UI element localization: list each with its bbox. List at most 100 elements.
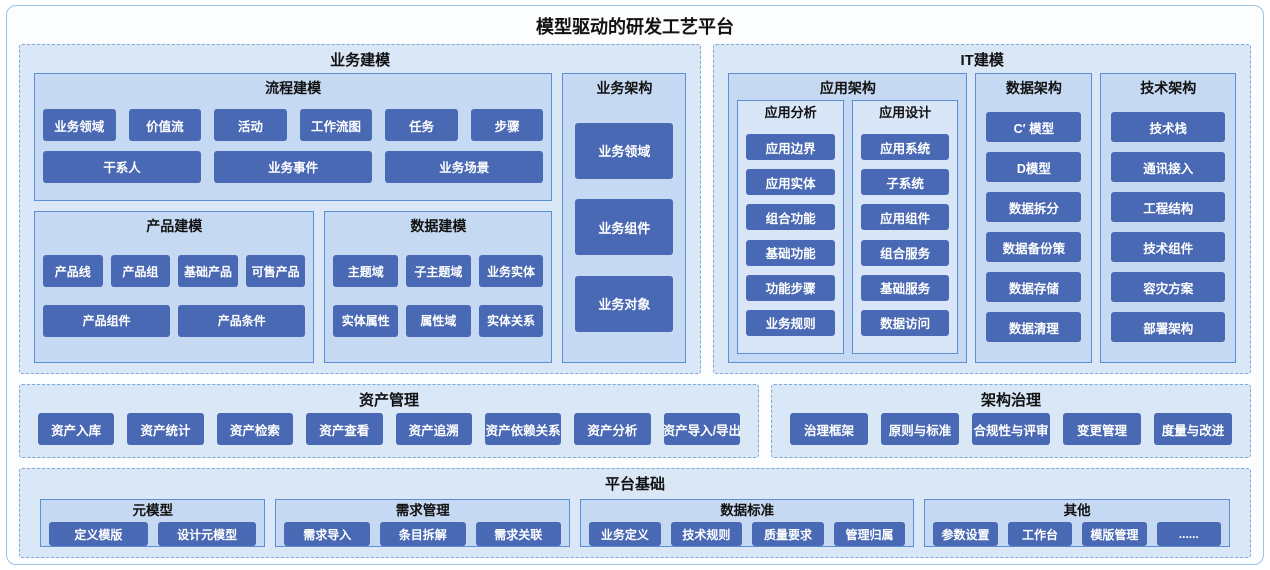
technical-architecture-button[interactable]: 容灾方案 (1111, 272, 1225, 302)
requirements-button[interactable]: 条目拆解 (379, 522, 466, 546)
application-analysis-button[interactable]: 应用边界 (746, 134, 835, 161)
data-standard-button[interactable]: 管理归属 (833, 522, 906, 546)
technical-architecture-button[interactable]: 部署架构 (1111, 312, 1225, 342)
data-architecture-button[interactable]: 数据清理 (986, 312, 1082, 342)
product-module-button[interactable]: 可售产品 (245, 255, 306, 288)
business-architecture-button[interactable]: 业务对象 (575, 275, 674, 332)
others-button[interactable]: 工作台 (1007, 522, 1073, 546)
application-design-button[interactable]: 应用系统 (860, 134, 950, 161)
technical-architecture-title: 技术架构 (1140, 80, 1197, 96)
data-architecture-button[interactable]: C′ 模型 (986, 112, 1082, 142)
panel-application-architecture: 应用架构 应用分析 应用边界应用实体组合功能基础功能功能步骤业务规则 应用设计 … (728, 73, 968, 363)
requirements-button[interactable]: 需求导入 (284, 522, 370, 546)
panel-business-architecture: 业务架构 业务领域业务组件业务对象 (562, 73, 687, 363)
data-architecture-button[interactable]: 数据拆分 (986, 192, 1082, 222)
process-module-button[interactable]: 步骤 (470, 109, 544, 142)
panel-product-modeling: 产品建模 产品线产品组基础产品可售产品 产品组件产品条件 (34, 211, 315, 363)
process-module-button[interactable]: 干系人 (43, 150, 202, 183)
data-standard-title: 数据标准 (720, 503, 775, 518)
product-module-button[interactable]: 产品条件 (178, 304, 306, 337)
bottom-row: 平台基础 元模型 定义模版设计元模型 需求管理 需求导入条目拆解需求关联 数据标… (19, 468, 1251, 558)
process-module-button[interactable]: 业务事件 (214, 150, 373, 183)
data-module-button[interactable]: 实体属性 (333, 304, 399, 337)
data-architecture-button[interactable]: 数据存储 (986, 272, 1082, 302)
governance-button[interactable]: 原则与标准 (881, 413, 960, 445)
application-analysis-button[interactable]: 基础功能 (746, 239, 835, 266)
governance-button[interactable]: 度量与改进 (1153, 413, 1232, 445)
others-button[interactable]: ...... (1156, 522, 1221, 546)
application-analysis-button[interactable]: 业务规则 (746, 309, 835, 336)
asset-management-button[interactable]: 资产导入/导出 (663, 413, 740, 445)
application-analysis-title: 应用分析 (764, 105, 817, 120)
data-module-button[interactable]: 子主题域 (406, 255, 471, 288)
data-architecture-button[interactable]: D模型 (986, 152, 1082, 182)
business-modeling-left-column: 流程建模 业务领域价值流活动工作流图任务步骤 干系人业务事件业务场景 产品建模 … (34, 73, 553, 363)
technical-architecture-button[interactable]: 工程结构 (1111, 192, 1225, 222)
process-module-button[interactable]: 业务领域 (43, 109, 116, 142)
application-design-button[interactable]: 数据访问 (860, 309, 950, 336)
process-module-button[interactable]: 任务 (385, 109, 458, 142)
data-standard-button[interactable]: 质量要求 (752, 522, 824, 546)
application-design-button[interactable]: 基础服务 (860, 274, 950, 301)
asset-management-button[interactable]: 资产分析 (574, 413, 651, 445)
section-platform-foundation: 平台基础 元模型 定义模版设计元模型 需求管理 需求导入条目拆解需求关联 数据标… (19, 468, 1251, 558)
requirements-button[interactable]: 需求关联 (475, 522, 562, 546)
architecture-governance-title: 架构治理 (981, 392, 1042, 409)
data-architecture-title: 数据架构 (1005, 80, 1062, 96)
asset-management-button[interactable]: 资产统计 (127, 413, 204, 445)
application-analysis-button[interactable]: 组合功能 (746, 204, 835, 231)
process-module-button[interactable]: 业务场景 (385, 150, 544, 183)
product-module-button[interactable]: 产品组件 (43, 304, 171, 337)
subpanel-application-design: 应用设计 应用系统子系统应用组件组合服务基础服务数据访问 (851, 100, 959, 354)
data-module-button[interactable]: 主题域 (333, 255, 399, 288)
asset-management-button[interactable]: 资产追溯 (395, 413, 472, 445)
asset-management-button[interactable]: 资产入库 (38, 413, 115, 445)
data-module-button[interactable]: 实体关系 (478, 304, 544, 337)
process-module-button[interactable]: 价值流 (128, 109, 202, 142)
governance-button[interactable]: 治理框架 (790, 413, 869, 445)
architecture-governance-list: 治理框架原则与标准合规性与评审变更管理度量与改进 (786, 413, 1236, 447)
platform-diagram-frame: 模型驱动的研发工艺平台 业务建模 流程建模 业务领域价值流活动工作流图任务步骤 … (6, 5, 1264, 565)
application-analysis-list: 应用边界应用实体组合功能基础功能功能步骤业务规则 (744, 123, 837, 347)
subpanel-application-analysis: 应用分析 应用边界应用实体组合功能基础功能功能步骤业务规则 (737, 100, 844, 354)
product-module-button[interactable]: 基础产品 (178, 255, 238, 288)
asset-management-button[interactable]: 资产查看 (306, 413, 383, 445)
governance-button[interactable]: 变更管理 (1063, 413, 1141, 445)
data-standard-button[interactable]: 技术规则 (670, 522, 743, 546)
application-analysis-button[interactable]: 应用实体 (746, 169, 835, 196)
others-button[interactable]: 模版管理 (1082, 522, 1147, 546)
application-architecture-title: 应用架构 (819, 80, 876, 96)
product-module-button[interactable]: 产品组 (110, 255, 171, 288)
asset-management-button[interactable]: 资产检索 (216, 413, 294, 445)
process-modeling-rows: 业务领域价值流活动工作流图任务步骤 干系人业务事件业务场景 (43, 100, 544, 192)
panel-requirements-management: 需求管理 需求导入条目拆解需求关联 (275, 499, 571, 547)
application-design-button[interactable]: 组合服务 (860, 239, 950, 266)
panel-process-modeling: 流程建模 业务领域价值流活动工作流图任务步骤 干系人业务事件业务场景 (34, 73, 553, 201)
application-analysis-button[interactable]: 功能步骤 (746, 274, 835, 301)
technical-architecture-button[interactable]: 通讯接入 (1111, 152, 1225, 182)
product-module-button[interactable]: 产品线 (43, 255, 103, 288)
meta-model-button[interactable]: 设计元模型 (157, 522, 257, 546)
process-module-button[interactable]: 工作流图 (299, 109, 373, 142)
business-modeling-title: 业务建模 (330, 52, 391, 69)
data-architecture-button[interactable]: 数据备份策 (986, 232, 1082, 262)
business-modeling-body: 流程建模 业务领域价值流活动工作流图任务步骤 干系人业务事件业务场景 产品建模 … (34, 73, 687, 363)
business-architecture-button[interactable]: 业务领域 (575, 122, 674, 179)
product-modeling-rows: 产品线产品组基础产品可售产品 产品组件产品条件 (43, 238, 306, 354)
technical-architecture-button[interactable]: 技术组件 (1111, 232, 1225, 262)
technical-architecture-button[interactable]: 技术栈 (1111, 112, 1225, 142)
data-standard-button[interactable]: 业务定义 (589, 522, 661, 546)
governance-button[interactable]: 合规性与评审 (972, 413, 1050, 445)
application-design-button[interactable]: 子系统 (860, 169, 950, 196)
data-architecture-list: C′ 模型 D模型数据拆分数据备份策数据存储数据清理 (984, 100, 1083, 354)
process-module-button[interactable]: 活动 (214, 109, 287, 142)
data-module-button[interactable]: 属性域 (406, 304, 471, 337)
data-standard-list: 业务定义技术规则质量要求管理归属 (589, 522, 906, 548)
asset-management-list: 资产入库资产统计资产检索资产查看资产追溯资产依赖关系资产分析资产导入/导出 (34, 413, 744, 447)
data-module-button[interactable]: 业务实体 (478, 255, 544, 288)
application-design-button[interactable]: 应用组件 (860, 204, 950, 231)
others-button[interactable]: 参数设置 (933, 522, 998, 546)
business-architecture-button[interactable]: 业务组件 (575, 199, 674, 255)
asset-management-button[interactable]: 资产依赖关系 (484, 413, 562, 445)
meta-model-button[interactable]: 定义模版 (49, 522, 148, 546)
